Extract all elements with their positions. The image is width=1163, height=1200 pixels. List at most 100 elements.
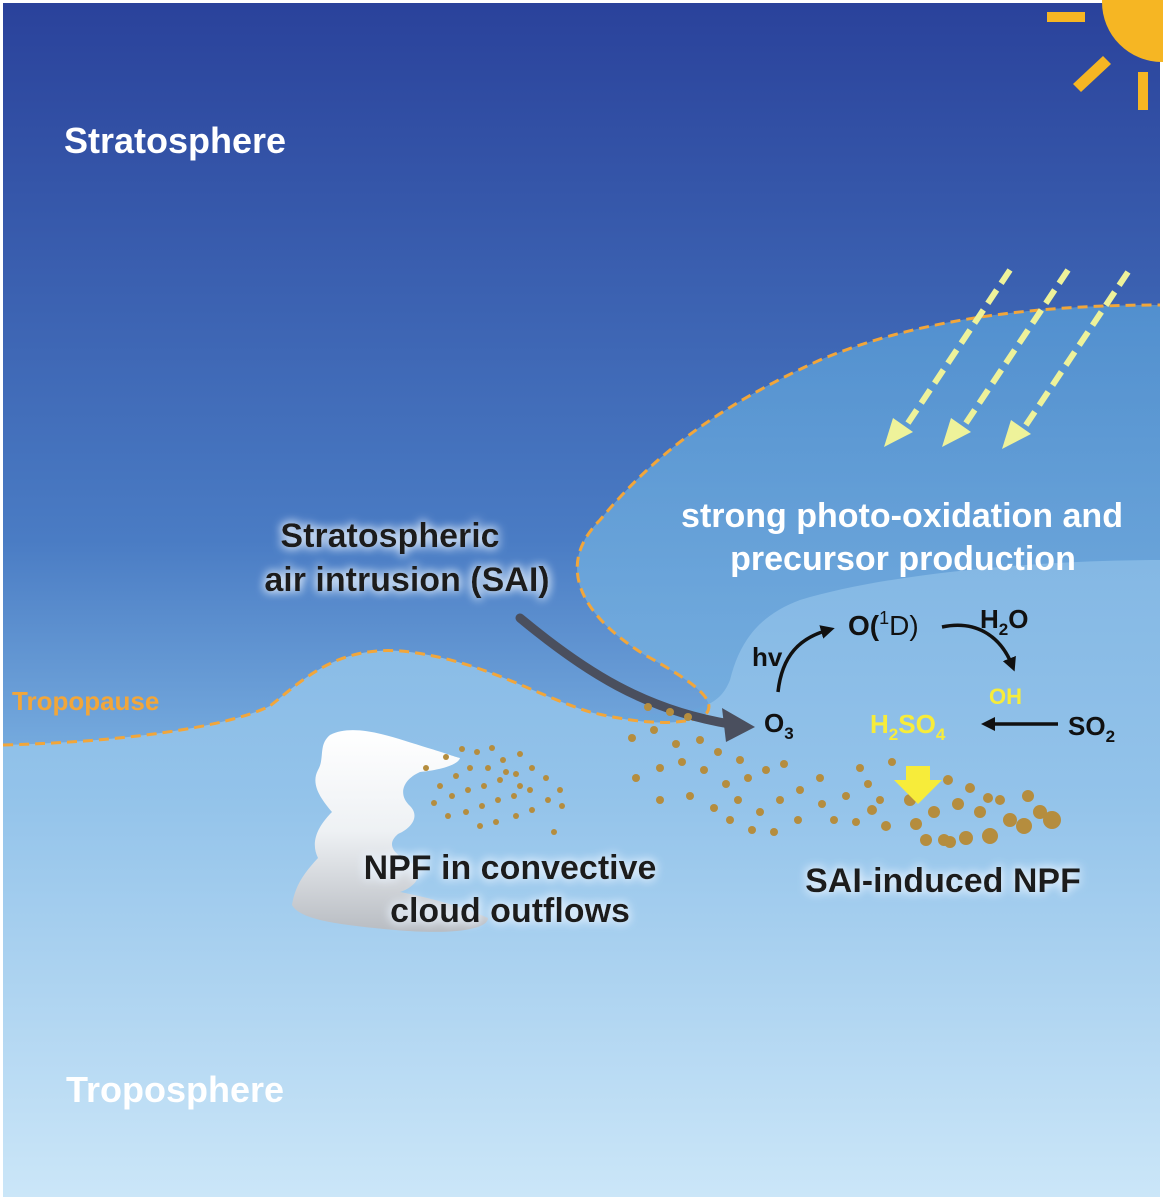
particle [952,798,964,810]
troposphere-label: Troposphere [66,1069,284,1110]
particle [423,765,429,771]
particle [656,796,664,804]
particle [453,773,459,779]
particle [481,783,487,789]
convective-cloud [292,730,488,932]
particle [459,746,465,752]
particle [910,818,922,830]
sai-flow-arrow-head [722,708,755,742]
particle [852,818,860,826]
particle [479,803,485,809]
sai-label-line1: Stratospheric [280,517,499,555]
particle [527,787,533,793]
particle [734,796,742,804]
particle [467,765,473,771]
particle [780,760,788,768]
particle [965,783,975,793]
h2o-label: H2O [980,604,1028,639]
tropopause-label: Tropopause [12,686,159,716]
sai-npf-label: SAI-induced NPF [805,862,1081,900]
particle [1016,818,1032,834]
particle [463,809,469,815]
particle [830,816,838,824]
particle [672,740,680,748]
particle [995,795,1005,805]
particle [551,829,557,835]
particle [726,816,734,824]
particle [485,765,491,771]
sunbeam-2 [957,268,1071,434]
hv-arrow [776,625,835,693]
tropopause-line [2,303,1161,747]
particle [503,769,509,775]
particle [500,757,506,763]
cloud-npf-line2: cloud outflows [390,892,630,930]
o3-label: O3 [764,708,794,743]
particle [1022,790,1034,802]
particle [842,792,850,800]
h2so4-label: H2SO4 [870,709,946,744]
cloud-npf-line1: NPF in convective [364,849,657,887]
particle [876,796,884,804]
particle [513,813,519,819]
particle [696,736,704,744]
photo-label-line1: strong photo-oxidation and [681,497,1123,535]
particle [700,766,708,774]
h2so4-down-arrow [894,766,942,804]
particle [1003,813,1017,827]
particle [1033,805,1047,819]
particle [794,816,802,824]
particle [816,774,824,782]
particle [983,793,993,803]
particle [944,836,956,848]
sai-induced-npf-label: SAI-induced NPF [805,862,1081,900]
particle [437,783,443,789]
h2o-arrow [941,623,1016,672]
particle [722,780,730,788]
sun-icon [1047,0,1163,110]
particle [497,777,503,783]
particle [545,797,551,803]
photo-oxidation-label: strong photo-oxidation and precursor pro… [681,497,1123,578]
sunbeam-1 [899,268,1013,434]
particle [465,787,471,793]
particle [511,793,517,799]
particle [656,764,664,772]
particle [493,819,499,825]
particle [920,834,932,846]
sunbeam-3 [1017,270,1131,436]
particle [818,800,826,808]
particle [796,786,804,794]
particle [744,774,752,782]
particle [856,764,864,772]
particle [684,713,692,721]
hv-label: hv [752,642,783,672]
particle [686,792,694,800]
particle [517,751,523,757]
o1d-label: O(1D) [848,608,919,641]
particle [678,758,686,766]
particle [974,806,986,818]
sunbeam-arrows [899,268,1131,436]
particle [513,771,519,777]
particle [650,726,658,734]
particle [982,828,998,844]
particle [495,797,501,803]
particle [756,808,764,816]
particle [762,766,770,774]
particle [959,831,973,845]
sai-label-line2: air intrusion (SAI) [264,561,549,599]
particle [477,823,483,829]
particle [867,805,877,815]
sunbeam-heads [884,418,1031,449]
particle [748,826,756,834]
sai-label: Stratospheric air intrusion (SAI) [264,517,549,599]
particle [888,758,896,766]
particle [714,748,722,756]
oh-label: OH [989,684,1022,709]
particle [431,800,437,806]
particle [943,775,953,785]
particle [1043,811,1061,829]
particle [517,783,523,789]
